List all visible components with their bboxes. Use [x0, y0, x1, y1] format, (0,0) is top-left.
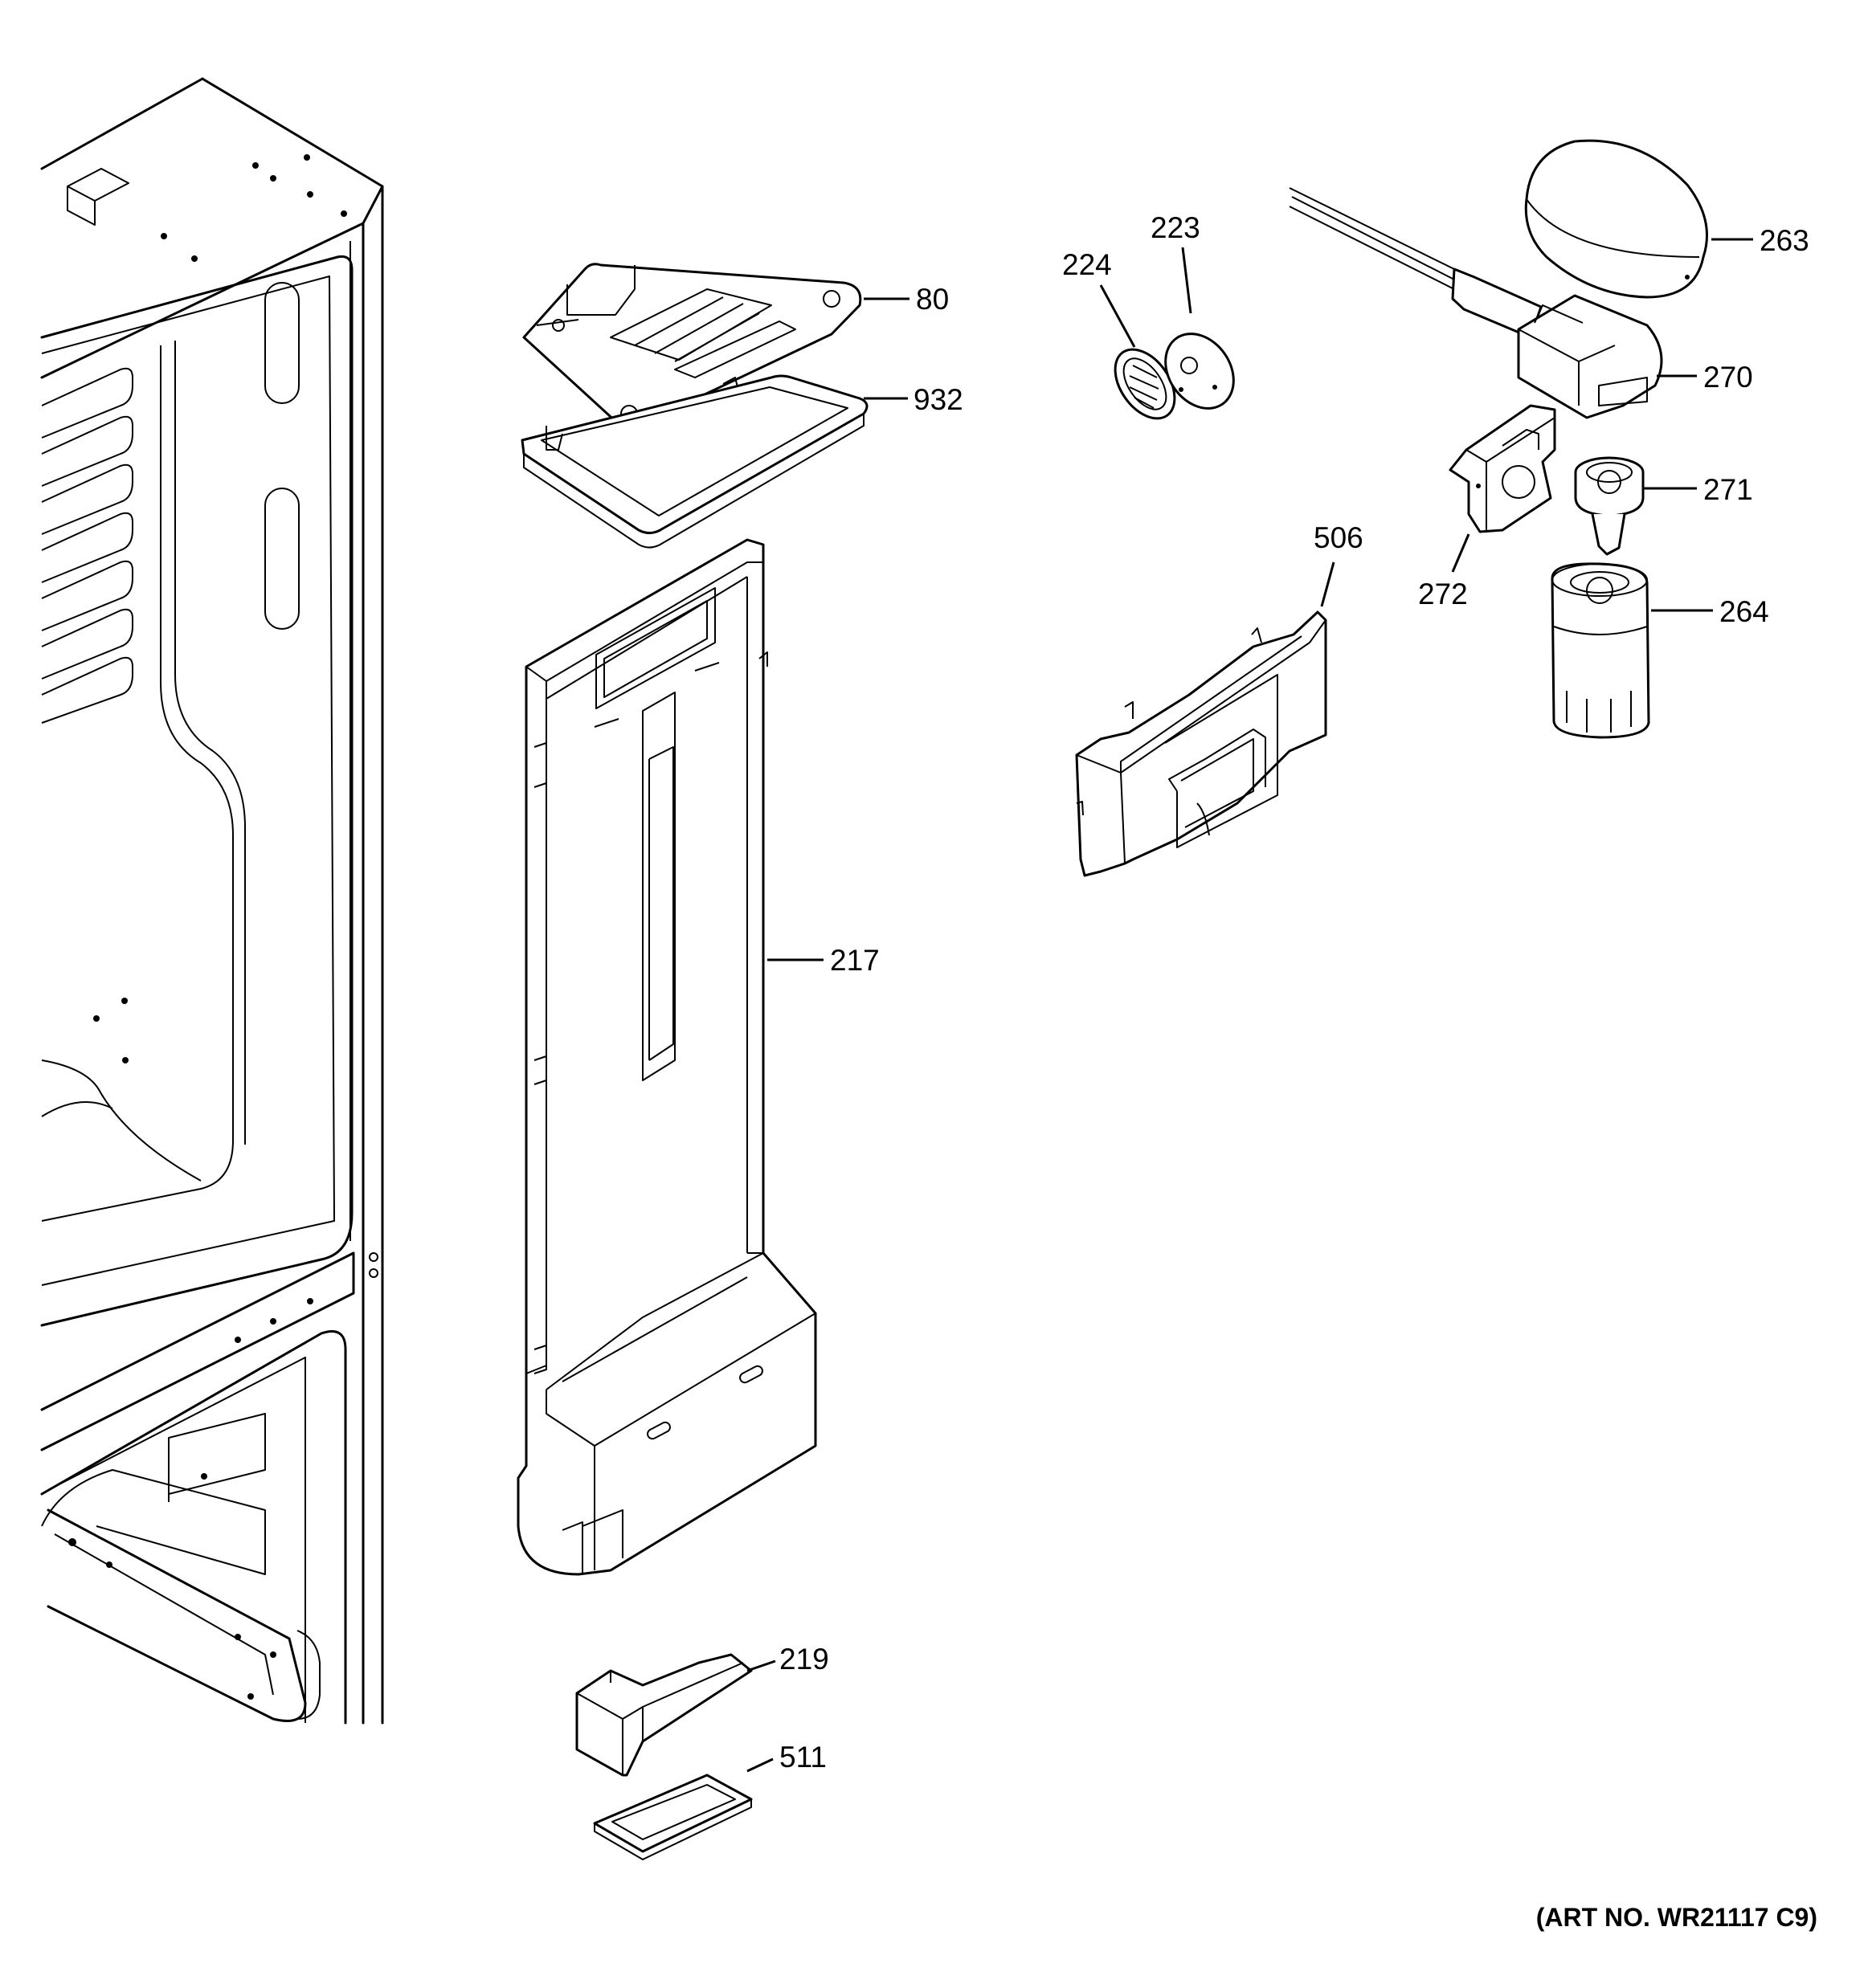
art-number: (ART NO. WR21117 C9) [1536, 1903, 1817, 1932]
part-271-shape [1574, 456, 1645, 556]
label-506: 506 [1314, 521, 1363, 554]
part-932-shape [521, 374, 869, 549]
leader-506 [1320, 561, 1335, 607]
label-270: 270 [1703, 361, 1753, 394]
label-932: 932 [914, 383, 963, 416]
label-80: 80 [916, 283, 949, 316]
part-511-shape [593, 1774, 753, 1860]
label-224: 224 [1062, 248, 1112, 281]
leader-511 [746, 1757, 774, 1773]
part-506-shape [1075, 610, 1327, 877]
part-272-shape [1449, 404, 1556, 533]
part-217-shape [517, 538, 817, 1576]
leader-224 [1099, 284, 1136, 348]
leader-272 [1451, 533, 1470, 573]
label-271: 271 [1703, 473, 1753, 506]
water-line [1289, 187, 1543, 339]
label-511: 511 [779, 1741, 827, 1774]
label-263: 263 [1760, 224, 1809, 257]
refrigerator-cabinet [40, 77, 384, 1725]
label-217: 217 [830, 944, 880, 977]
part-263-shape [1524, 139, 1708, 299]
label-272: 272 [1418, 578, 1468, 610]
part-270-shape [1517, 294, 1663, 419]
leader-lines [746, 238, 1753, 1773]
part-223-shape [1164, 333, 1235, 410]
leader-223 [1181, 247, 1192, 314]
label-219: 219 [779, 1643, 829, 1676]
part-224-shape [1114, 348, 1176, 420]
part-labels: 80 932 217 219 511 224 223 506 263 270 2… [779, 211, 1809, 1774]
part-219-shape [575, 1653, 753, 1777]
leader-219 [746, 1659, 776, 1672]
label-264: 264 [1719, 595, 1769, 628]
label-223: 223 [1151, 211, 1200, 244]
part-264-shape [1551, 562, 1650, 739]
